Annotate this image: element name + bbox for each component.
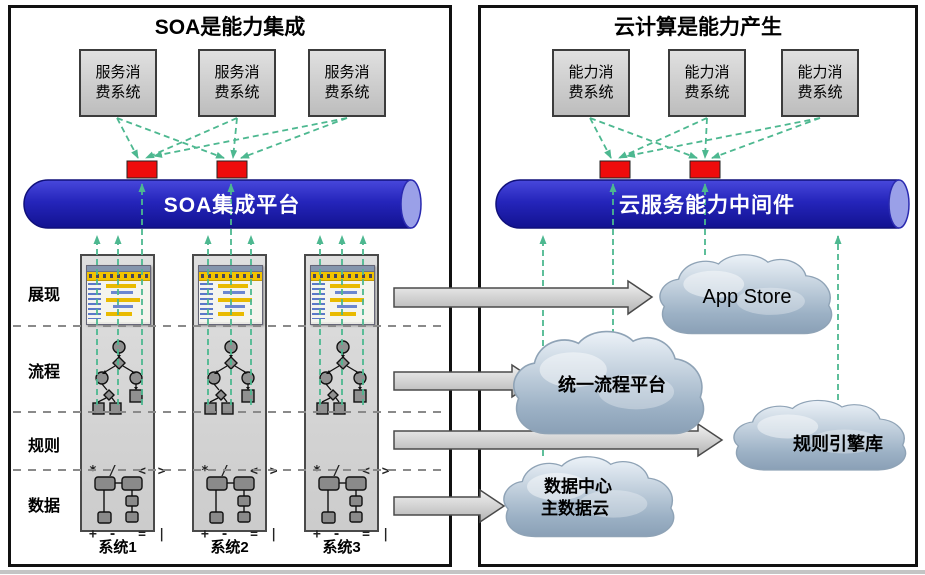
presentation-screenshot [310,265,375,325]
cloud-panel-title: 云计算是能力产生 [614,16,782,39]
soa-panel-title: SOA是能力集成 [154,16,306,39]
capability-consumer-box: 能力消 费系统 [781,49,859,117]
mini-toolbar [199,272,262,281]
system-label: 系统1 [98,539,137,556]
mini-toolbar [87,272,150,281]
system-stack-body: * / < > + - = | [304,254,390,542]
mini-rows [104,281,149,322]
mini-nav [88,283,101,319]
mini-nav [312,283,325,319]
rules-line-1: * / < > [201,464,280,479]
data-model-icon [206,476,255,524]
rules-line-2: + - = | [89,527,168,542]
data-model-icon [94,476,143,524]
rules-symbols: * / < > + - = | [89,419,168,575]
presentation-screenshot [86,265,151,325]
rules-symbols: * / < > + - = | [201,419,280,575]
system-stack-2: * / < > + - = | 系统2 [192,254,278,559]
service-consumer-box: 服务消 费系统 [79,49,157,117]
capability-consumer-box: 能力消 费系统 [552,49,630,117]
presentation-screenshot [198,265,263,325]
rules-line-2: + - = | [313,527,392,542]
data-model-icon [318,476,367,524]
system-stack-1: * / < > + - = | 系统1 [80,254,166,559]
service-consumer-box: 服务消 费系统 [198,49,276,117]
rules-line-2: + - = | [201,527,280,542]
layer-label-rules: 规则 [27,438,60,455]
layer-separator [13,411,445,413]
mini-rows [216,281,261,322]
rules-line-1: * / < > [89,464,168,479]
system-label: 系统3 [322,539,361,556]
system-stack-3: * / < > + - = | 系统3 [304,254,390,559]
page-edge-shadow [0,570,925,574]
rules-symbols: * / < > + - = | [313,419,392,575]
service-consumer-box: 服务消 费系统 [308,49,386,117]
mini-content [199,281,262,322]
mini-content [311,281,374,322]
system-label: 系统2 [210,539,249,556]
capability-consumer-box: 能力消 费系统 [668,49,746,117]
rules-line-1: * / < > [313,464,392,479]
mini-toolbar [311,272,374,281]
layer-separator [13,325,445,327]
mini-rows [328,281,373,322]
process-flowchart-icon [204,340,255,415]
mini-nav [200,283,213,319]
process-flowchart-icon [316,340,367,415]
system-stack-body: * / < > + - = | [80,254,166,542]
system-stack-body: * / < > + - = | [192,254,278,542]
layer-label-presentation: 展现 [27,287,60,304]
mini-content [87,281,150,322]
layer-label-data: 数据 [27,498,60,515]
layer-separator [13,469,445,471]
layer-label-process: 流程 [27,364,60,381]
process-flowchart-icon [92,340,143,415]
